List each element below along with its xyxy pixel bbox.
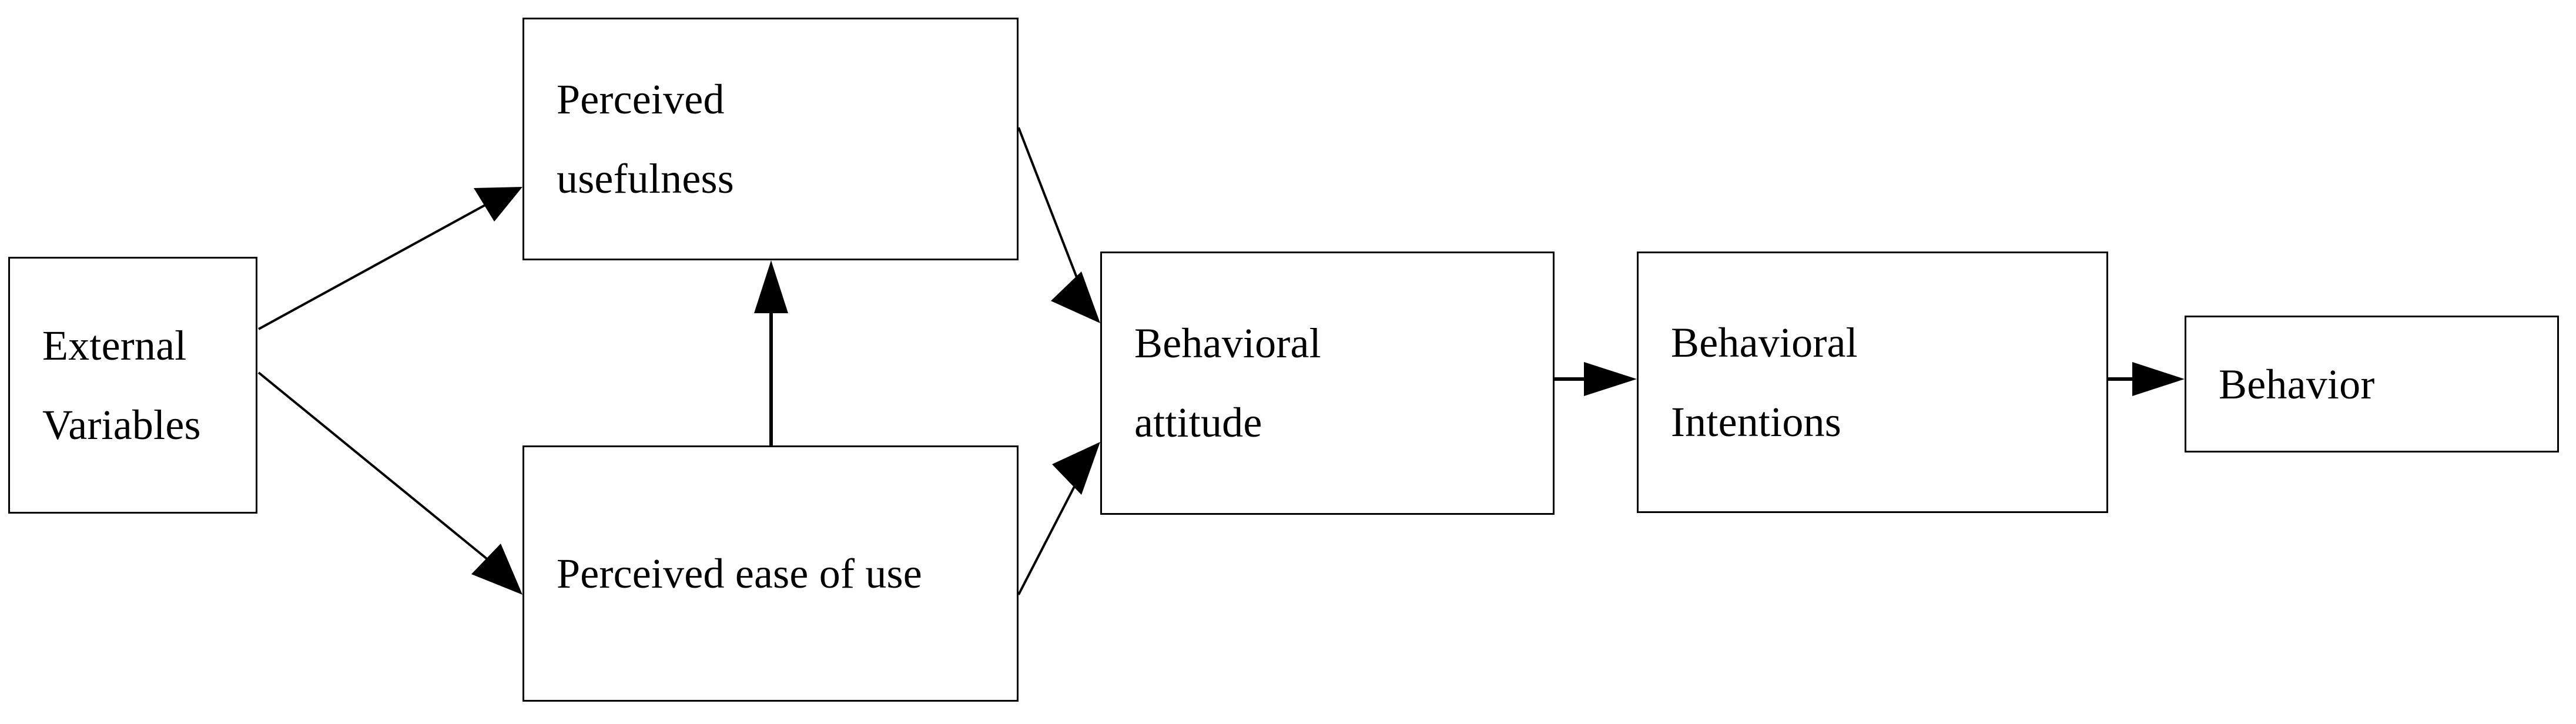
node-perceived-usefulness[interactable]: Perceived usefulness <box>522 18 1019 260</box>
edge-external-to-usefulness <box>258 187 522 330</box>
edge-ease-to-attitude <box>1017 442 1100 595</box>
node-behavioral-intentions[interactable]: Behavioral Intentions <box>1637 252 2108 513</box>
node-perceived-ease-of-use[interactable]: Perceived ease of use <box>522 445 1019 702</box>
edge-attitude-to-intentions <box>1555 362 1637 396</box>
edge-intentions-to-behavior <box>2108 362 2185 396</box>
node-behavior[interactable]: Behavior <box>2185 316 2559 452</box>
edge-ease-to-usefulness <box>754 260 788 445</box>
edge-usefulness-to-attitude <box>1017 127 1100 323</box>
node-perceived-usefulness-label: Perceived usefulness <box>557 75 734 202</box>
node-external-variables-label: External Variables <box>42 321 201 448</box>
node-external-variables[interactable]: External Variables <box>8 257 257 514</box>
node-behavior-label: Behavior <box>2219 360 2375 408</box>
node-behavioral-attitude-label: Behavioral attitude <box>1134 320 1321 446</box>
edge-external-to-ease <box>257 371 522 595</box>
node-behavioral-attitude[interactable]: Behavioral attitude <box>1100 252 1555 515</box>
node-perceived-ease-of-use-label: Perceived ease of use <box>557 549 922 597</box>
node-behavioral-intentions-label: Behavioral Intentions <box>1671 319 1858 445</box>
